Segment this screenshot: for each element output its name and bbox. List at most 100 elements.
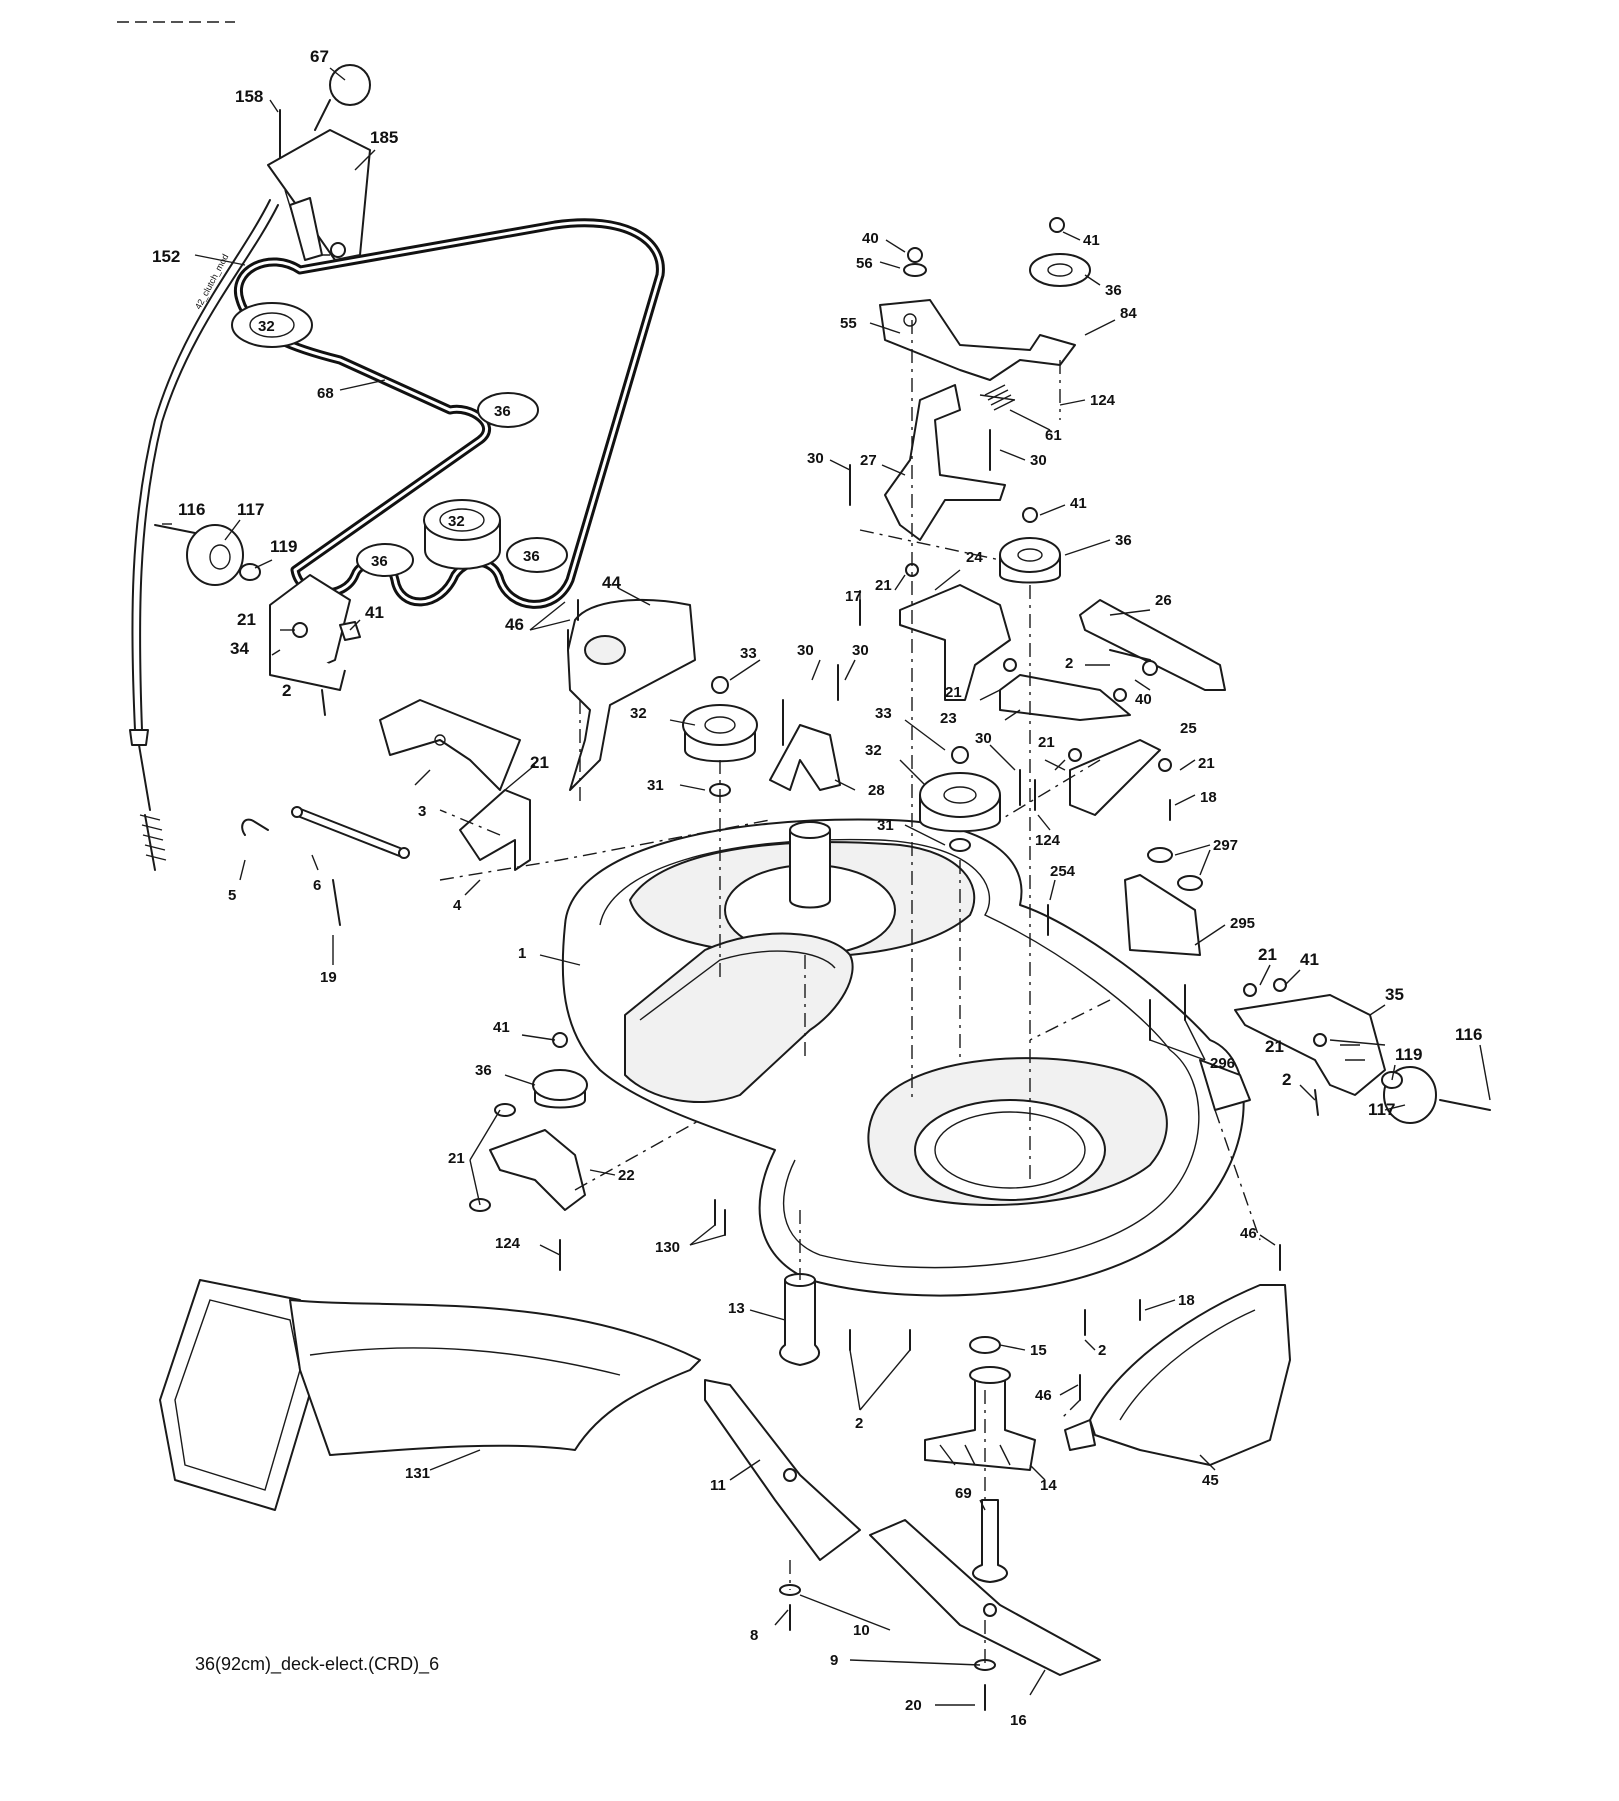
callout-32: 32	[865, 742, 882, 759]
callout-254: 254	[1050, 863, 1076, 880]
deck-spindle-tube	[789, 829, 831, 909]
callout-36: 36	[1115, 532, 1132, 549]
callout-69: 69	[955, 1485, 972, 1502]
callout-22: 22	[618, 1167, 635, 1184]
callout-131: 131	[405, 1465, 430, 1482]
callout-41: 41	[1300, 950, 1319, 969]
idler-arm-55	[879, 217, 1091, 381]
callout-4: 4	[453, 897, 462, 914]
callout-2: 2	[1098, 1342, 1106, 1359]
pulley-label: 32	[448, 513, 465, 530]
callout-17: 17	[845, 588, 862, 605]
idler-pulley-36-top: 36	[477, 392, 539, 428]
callout-185: 185	[370, 128, 398, 147]
callout-67: 67	[310, 47, 329, 66]
callout-3: 3	[418, 803, 426, 820]
pulley-label: 36	[494, 403, 511, 420]
left-idler-assembly	[154, 524, 361, 716]
knob	[329, 64, 371, 106]
callout-21: 21	[530, 753, 549, 772]
blade-16	[869, 1519, 1101, 1676]
bracket-22	[469, 1032, 588, 1271]
callout-21: 21	[237, 610, 256, 629]
blade-well-right	[914, 1099, 1106, 1201]
bracket-24	[859, 563, 1011, 701]
callout-13: 13	[728, 1300, 745, 1317]
callout-30: 30	[852, 642, 869, 659]
mower-deck	[561, 818, 1251, 1297]
callout-41: 41	[1083, 232, 1100, 249]
callout-15: 15	[1030, 1342, 1047, 1359]
callout-295: 295	[1230, 915, 1255, 932]
callout-21: 21	[1265, 1037, 1284, 1056]
callout-21: 21	[945, 684, 962, 701]
callout-18: 18	[1178, 1292, 1195, 1309]
callout-33: 33	[875, 705, 892, 722]
callout-27: 27	[860, 452, 877, 469]
callout-21: 21	[1258, 945, 1277, 964]
deck-baffle	[624, 932, 854, 1104]
callout-84: 84	[1120, 305, 1137, 322]
bracket-295	[1124, 847, 1203, 1041]
callout-36: 36	[1105, 282, 1122, 299]
alignment-lines	[439, 320, 1261, 1665]
callout-23: 23	[940, 710, 957, 727]
spring-61	[979, 384, 1016, 411]
callout-41: 41	[365, 603, 384, 622]
leader-lines	[162, 67, 1491, 1706]
callout-119: 119	[270, 537, 297, 556]
bracket-27	[849, 384, 1006, 541]
callout-2: 2	[1282, 1070, 1291, 1089]
callout-30: 30	[975, 730, 992, 747]
callout-32: 32	[630, 705, 647, 722]
bracket-28	[769, 664, 841, 791]
clutch-bracket	[267, 64, 371, 261]
callout-296: 296	[1210, 1055, 1235, 1072]
callout-36: 36	[475, 1062, 492, 1079]
engine-pulley-32: 32	[231, 302, 313, 348]
callout-26: 26	[1155, 592, 1172, 609]
spindle-69	[972, 1499, 1008, 1583]
pulley-32-right	[919, 746, 1001, 852]
callout-117: 117	[237, 500, 264, 519]
callout-2: 2	[855, 1415, 863, 1432]
callout-116: 116	[1455, 1025, 1482, 1044]
callout-46: 46	[1035, 1387, 1052, 1404]
callout-21: 21	[1038, 734, 1055, 751]
callout-8: 8	[750, 1627, 758, 1644]
callout-31: 31	[877, 817, 894, 834]
bracket-3	[379, 699, 521, 791]
idler-pulley-36-left: 36	[356, 543, 414, 577]
callout-25: 25	[1180, 720, 1197, 737]
callout-41: 41	[493, 1019, 510, 1036]
callout-2: 2	[282, 681, 291, 700]
callout-158: 158	[235, 87, 263, 106]
callout-117: 117	[1368, 1100, 1395, 1119]
callout-124: 124	[1090, 392, 1116, 409]
callout-30: 30	[807, 450, 824, 467]
callout-19: 19	[320, 969, 337, 986]
pulley-label: 36	[371, 553, 388, 570]
callout-14: 14	[1040, 1477, 1057, 1494]
callout-2: 2	[1065, 655, 1073, 672]
callout-20: 20	[905, 1697, 922, 1714]
callout-56: 56	[856, 255, 873, 272]
callout-31: 31	[647, 777, 664, 794]
callout-297: 297	[1213, 837, 1238, 854]
callout-21: 21	[875, 577, 892, 594]
callout-124: 124	[1035, 832, 1061, 849]
callout-10: 10	[853, 1622, 870, 1639]
callout-9: 9	[830, 1652, 838, 1669]
pulley-label: 32	[258, 318, 275, 335]
drive-belt	[233, 218, 665, 609]
callout-35: 35	[1385, 985, 1404, 1004]
callout-45: 45	[1202, 1472, 1219, 1489]
callout-28: 28	[868, 782, 885, 799]
callout-46: 46	[505, 615, 524, 634]
bolt-19	[332, 879, 341, 926]
link-rod-6	[291, 806, 410, 859]
callout-21: 21	[448, 1150, 465, 1167]
callout-34: 34	[230, 639, 249, 658]
pulley-36-mid-right	[999, 507, 1061, 584]
